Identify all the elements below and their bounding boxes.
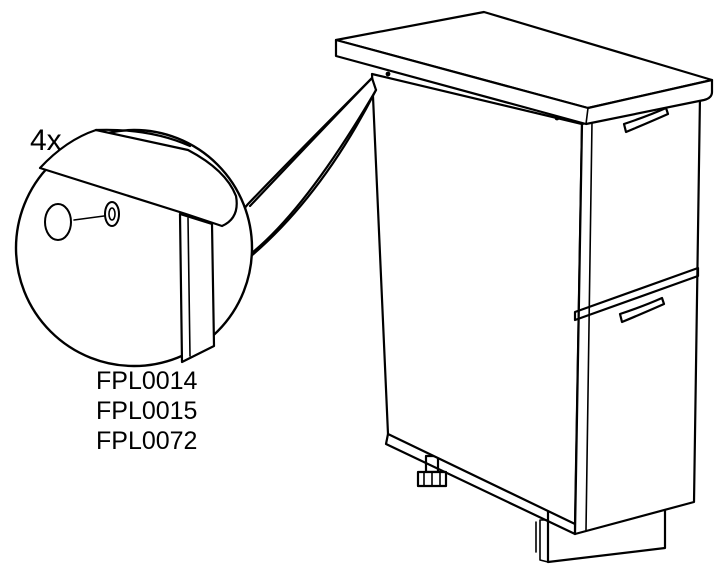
cabinet-side-panel [370,72,584,526]
part-code: FPL0014 [96,367,198,395]
base-cabinet [334,10,714,564]
bottom-drawer-handle [618,296,666,324]
screw-cap-icon [44,203,72,241]
drawer-divider [573,266,700,322]
screw-dot [385,71,391,77]
part-code: FPL0015 [96,397,198,425]
screw-dot [554,115,560,121]
part-code-list: FPL0014 FPL0015 FPL0072 [96,366,197,456]
detail-callout [14,76,378,368]
part-code: FPL0072 [96,427,198,455]
callout-connector [236,76,378,264]
screw-head-icon [104,201,120,227]
top-drawer-handle [622,106,670,134]
countertop-edge [334,38,714,126]
detail-panel-edge [178,212,216,364]
detail-countertop [38,128,238,228]
quantity-label: 4x [30,124,62,157]
